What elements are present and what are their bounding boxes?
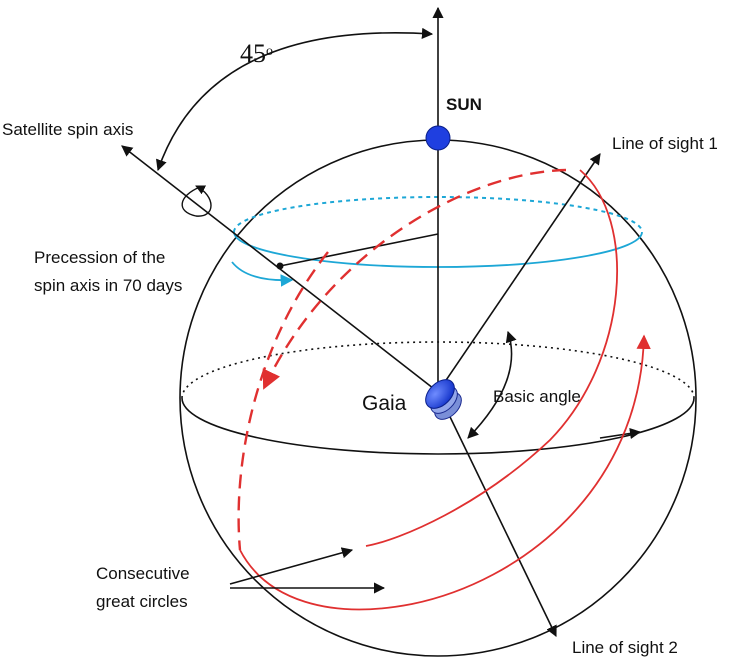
line-of-sight-1 [437,153,601,393]
spin-axis-label: Satellite spin axis [2,120,134,139]
precession-arrow [231,261,294,287]
spin-axis-line [121,145,439,393]
line-of-sight-2 [437,391,557,638]
equator-front [181,397,695,455]
sun-label: SUN [446,95,482,114]
sun-marker [425,125,451,151]
angle-value: 45 [240,39,266,68]
precession-radius [279,233,439,267]
precession-label-line1: Precession of the [34,248,166,267]
basic-angle-arc [467,330,517,439]
great-circles-label-line1: Consecutive [96,564,190,583]
equator-arrow [599,427,642,440]
precession-label-line2: spin axis in 70 days [34,276,183,295]
angle-arc [156,27,434,172]
great-circles-pointer-1 [229,547,354,585]
great-circle-front-2 [239,334,651,611]
great-circles-label-line2: great circles [96,592,188,611]
line-of-sight-2-label: Line of sight 2 [572,638,678,657]
angle-unit: o [266,44,273,59]
great-circle-front-1 [365,169,618,547]
gaia-satellite-icon [425,379,462,420]
angle-label: 45o [240,40,273,68]
great-circle-back-2 [237,251,329,551]
gaia-label: Gaia [362,392,407,415]
line-of-sight-1-label: Line of sight 1 [612,134,718,153]
basic-angle-label: Basic angle [493,387,581,406]
spin-rotation-arrow [181,185,212,217]
